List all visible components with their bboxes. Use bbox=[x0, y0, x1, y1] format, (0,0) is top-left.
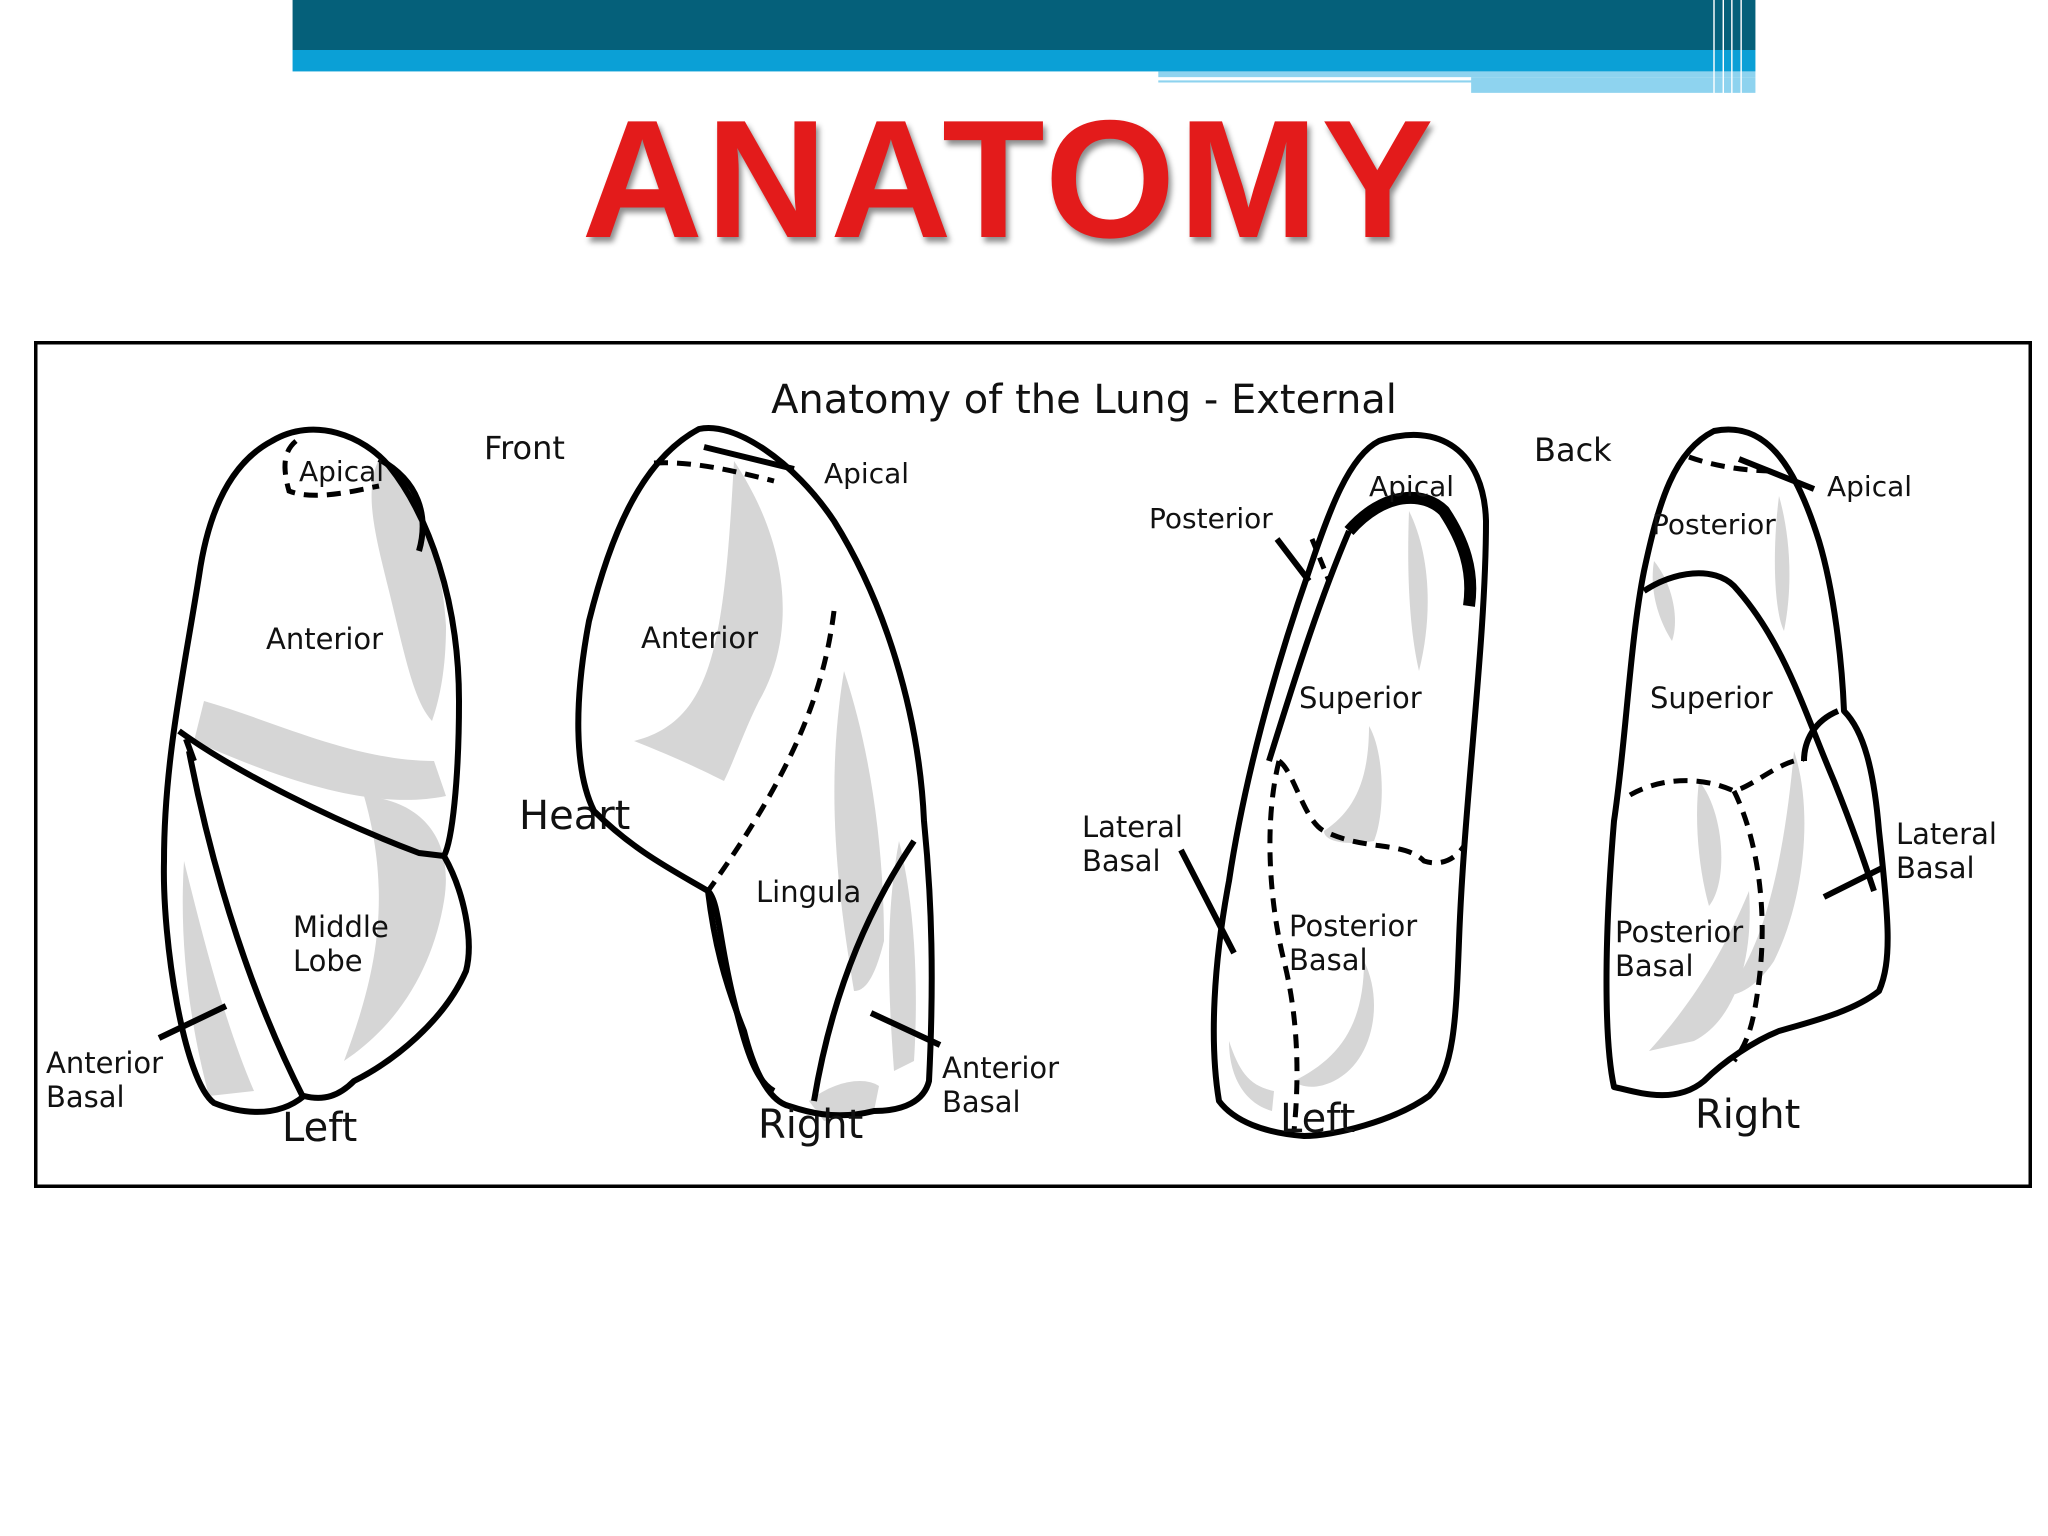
bl-apical-label: Apical bbox=[1369, 470, 1454, 503]
bl-lateral-basal-label-1: Lateral bbox=[1082, 810, 1183, 844]
fl-middle-lobe-label-2: Lobe bbox=[293, 944, 363, 978]
front-view-label: Front bbox=[484, 429, 565, 467]
fr-anterior-basal-label-2: Basal bbox=[942, 1085, 1021, 1119]
fr-apical-label: Apical bbox=[824, 457, 909, 490]
fl-apical-label: Apical bbox=[299, 455, 384, 488]
fl-anterior-basal-label-1: Anterior bbox=[46, 1046, 163, 1080]
slide-title: ANATOMY bbox=[0, 92, 2048, 267]
bl-posterior-basal-label-1: Posterior bbox=[1289, 909, 1417, 943]
fr-anterior-label: Anterior bbox=[641, 621, 758, 655]
bl-superior-label: Superior bbox=[1299, 681, 1422, 715]
fr-side-label: Right bbox=[758, 1102, 863, 1148]
figure-title: Anatomy of the Lung - External bbox=[771, 377, 1397, 423]
br-lateral-basal-label-1: Lateral bbox=[1896, 817, 1997, 851]
fl-middle-lobe-label-1: Middle bbox=[293, 910, 389, 944]
fl-anterior-label: Anterior bbox=[266, 622, 383, 656]
br-posterior-basal-label-2: Basal bbox=[1615, 949, 1694, 983]
fl-anterior-basal-label-2: Basal bbox=[46, 1080, 125, 1114]
fl-side-label: Left bbox=[282, 1105, 357, 1151]
fr-lingula-label: Lingula bbox=[756, 875, 861, 909]
br-apical-label: Apical bbox=[1827, 470, 1912, 503]
bl-side-label: Left bbox=[1280, 1096, 1355, 1142]
br-posterior-label: Posterior bbox=[1652, 508, 1776, 541]
br-posterior-basal-label-1: Posterior bbox=[1615, 915, 1743, 949]
br-superior-label: Superior bbox=[1650, 681, 1773, 715]
bl-posterior-label: Posterior bbox=[1149, 502, 1273, 535]
back-view-label: Back bbox=[1534, 431, 1612, 469]
lung-anatomy-figure: Anatomy of the Lung - External Front Bac… bbox=[34, 341, 2032, 1188]
bl-posterior-basal-label-2: Basal bbox=[1289, 943, 1368, 977]
br-side-label: Right bbox=[1695, 1092, 1800, 1138]
bl-lateral-basal-label-2: Basal bbox=[1082, 844, 1161, 878]
fr-anterior-basal-label-1: Anterior bbox=[942, 1051, 1059, 1085]
br-lateral-basal-label-2: Basal bbox=[1896, 851, 1975, 885]
